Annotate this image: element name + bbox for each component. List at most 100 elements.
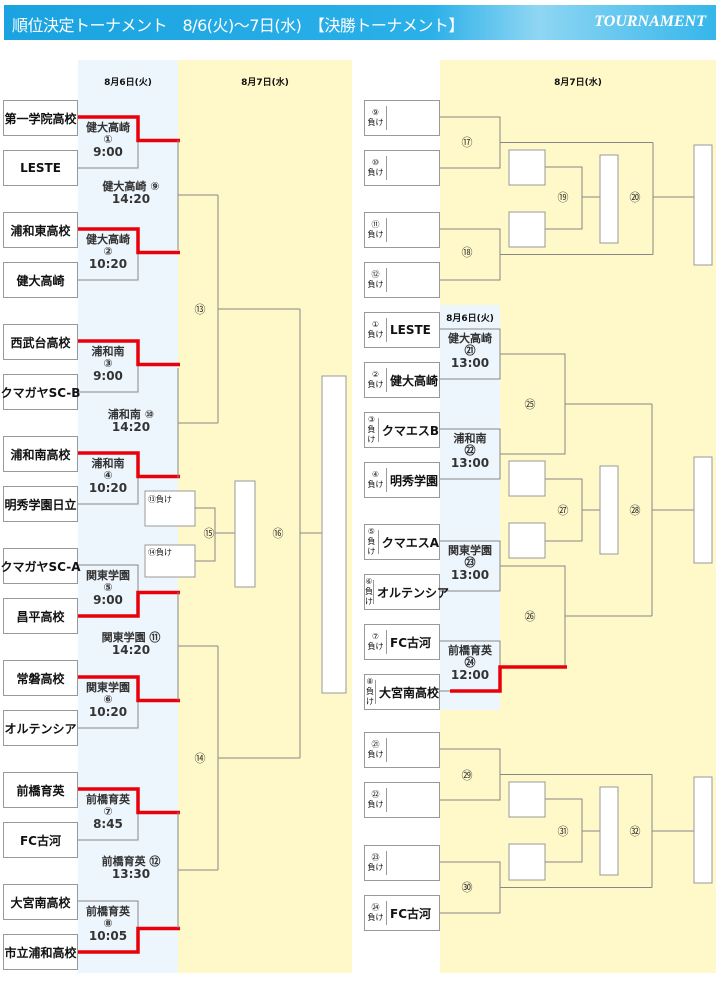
lose-label: 負け	[367, 863, 384, 872]
team-name: 明秀学園	[390, 473, 439, 488]
team-box[interactable]: クマガヤSC-B	[1, 374, 80, 410]
lose-label: 負け	[367, 750, 384, 759]
round-label: ㉗	[557, 504, 569, 517]
match-winner: 前橋育英	[86, 793, 130, 806]
team-box[interactable]: 健大高崎	[3, 262, 78, 298]
team-box[interactable]: 第一学院高校	[3, 100, 78, 136]
team-box[interactable]: 明秀学園日立	[3, 486, 78, 522]
team-box[interactable]: 浦和南高校	[3, 436, 78, 472]
winner-path	[78, 926, 180, 954]
team-box[interactable]: 浦和東高校	[3, 212, 78, 248]
match-winner: 関東学園	[86, 681, 130, 694]
team-box[interactable]: 昌平高校	[3, 598, 78, 634]
team-box[interactable]: 西武台高校	[3, 324, 78, 360]
round-label: ㉘	[629, 504, 641, 517]
bracket-line	[545, 166, 583, 230]
round-label: ㉙	[461, 769, 473, 782]
round-label: ㉕	[524, 398, 536, 411]
team-box[interactable]: 大宮南高校	[3, 884, 78, 920]
team-box[interactable]: クマガヤSC-A	[1, 548, 81, 584]
match-time: 10:20	[88, 257, 128, 271]
winner-path	[78, 675, 180, 703]
match-number: ⑦	[103, 805, 113, 818]
header-banner: 順位決定トーナメント 8/6(火)〜7日(水) 【決勝トーナメント】 TOURN…	[4, 5, 716, 40]
lose-label: 負け	[367, 330, 384, 339]
match-time: 8:45	[93, 817, 123, 831]
match-number: ④	[103, 469, 113, 482]
team-box[interactable]: オルテンシア	[3, 710, 78, 746]
match-number: ⑩	[144, 408, 155, 421]
lose-label: 負け	[367, 537, 376, 556]
team-box[interactable]: LESTE	[3, 150, 78, 186]
winner-path	[78, 227, 180, 255]
match-time: 13:30	[111, 867, 151, 881]
round-label: ⑯	[272, 527, 284, 540]
result-box	[599, 786, 619, 876]
source-match-number: ⑪	[371, 220, 380, 229]
bracket-line	[195, 507, 216, 562]
team-name: 健大高崎	[390, 373, 439, 388]
source-match-number: ⑨	[371, 108, 380, 117]
match-winner: 浦和南	[107, 408, 141, 421]
match-time: 9:00	[93, 369, 123, 383]
match-time: 14:20	[111, 192, 151, 206]
team-box[interactable]: 前橋育英	[3, 772, 78, 808]
match-number: ⑥	[103, 693, 113, 706]
lose-label: 負け	[367, 280, 384, 289]
round-label: ㉖	[524, 610, 536, 623]
result-box	[508, 149, 546, 186]
round-label: ⑳	[629, 191, 641, 204]
round-label: ㉚	[461, 881, 473, 894]
lose-label: 負け	[367, 230, 384, 239]
match-time: 14:20	[111, 420, 151, 434]
match-time: 13:00	[450, 356, 490, 370]
winner-path	[78, 451, 180, 479]
team-box[interactable]: FC古河	[3, 822, 78, 858]
consolation-label: ⑬負け	[148, 495, 172, 504]
round-label: ㉛	[557, 825, 569, 838]
match-time: 13:00	[450, 456, 490, 470]
team-box[interactable]: 市立浦和高校	[3, 934, 78, 970]
match-number: ㉔	[464, 656, 476, 669]
match-line: 前橋育英 ⑫	[84, 856, 178, 868]
match-number: ⑧	[103, 917, 113, 930]
match-number: ⑤	[103, 581, 113, 594]
result-box	[693, 144, 713, 266]
consolation-box	[144, 544, 196, 578]
date-day1: 8月6日(火)	[104, 78, 152, 88]
match-number: ㉓	[464, 556, 476, 569]
team-box[interactable]: 常磐高校	[3, 660, 78, 696]
match-number: ③	[103, 357, 113, 370]
match-time: 14:20	[111, 643, 151, 657]
right-day1-column	[440, 305, 500, 710]
source-match-number: ⑦	[371, 632, 380, 641]
